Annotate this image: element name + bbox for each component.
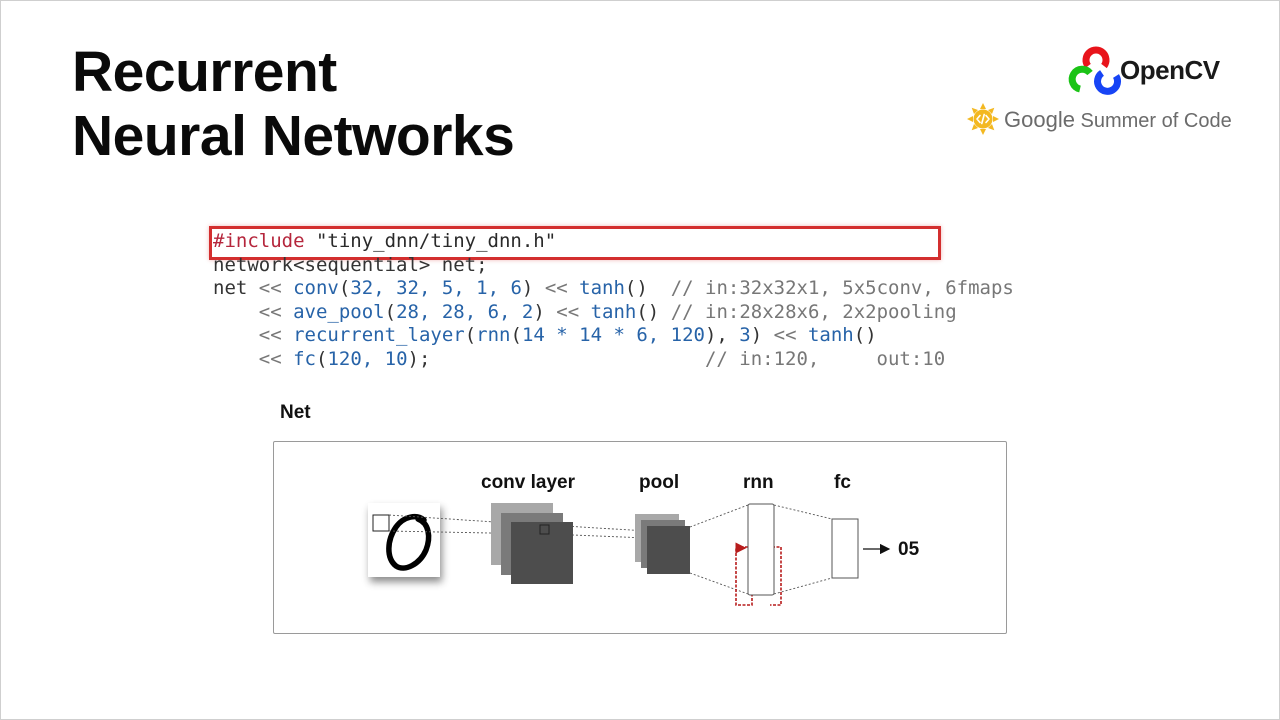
- receptive-field-box: [372, 514, 390, 532]
- code-operator: <<: [258, 347, 282, 370]
- opencv-wordmark: OpenCV: [1120, 55, 1220, 85]
- code-args: 14 * 14 * 6, 120: [521, 324, 705, 346]
- code-function: tanh: [579, 277, 625, 299]
- code-text: );: [407, 347, 431, 370]
- code-text: (: [338, 277, 351, 299]
- code-line-2: network<sequential> net;: [213, 253, 488, 276]
- code-text: [282, 277, 293, 299]
- net-diagram-frame: [273, 441, 1007, 634]
- code-operator: <<: [258, 300, 282, 323]
- code-function: tanh: [807, 324, 854, 346]
- code-text: (): [624, 277, 671, 299]
- code-text: [282, 301, 293, 323]
- code-line-4: << ave_pool(28, 28, 6, 2) << tanh() // i…: [213, 301, 1014, 325]
- conv-fmap-front: [511, 522, 573, 584]
- code-text: (): [636, 300, 671, 323]
- rnn-unit: [747, 503, 775, 596]
- rnn-block: [735, 503, 782, 606]
- gsoc-sun-icon: [967, 103, 999, 135]
- code-operator: <<: [544, 277, 568, 299]
- code-line-3: net << conv(32, 32, 5, 1, 6) << tanh() /…: [213, 277, 1014, 301]
- code-include-highlight: [209, 226, 941, 260]
- title-line-1: Recurrent: [72, 40, 337, 104]
- output-label: 05: [898, 539, 920, 560]
- code-line-1: #include "tiny_dnn/tiny_dnn.h": [213, 230, 1014, 254]
- code-string: "tiny_dnn/tiny_dnn.h": [304, 230, 557, 252]
- code-function: ave_pool: [293, 300, 385, 323]
- code-block: #include "tiny_dnn/tiny_dnn.h"network<se…: [213, 230, 1014, 371]
- code-text: (: [464, 324, 477, 346]
- code-text: [282, 324, 293, 346]
- code-function: rnn: [476, 324, 511, 346]
- code-text: net: [213, 277, 259, 299]
- code-text: [213, 324, 259, 346]
- code-args: 120, 10: [327, 347, 408, 370]
- code-text: (: [384, 300, 397, 323]
- opencv-logo-icon: [1068, 46, 1122, 95]
- code-preprocessor: #include: [213, 230, 305, 252]
- code-text: [213, 301, 259, 323]
- code-text: ): [533, 300, 557, 323]
- code-text: ): [750, 324, 774, 346]
- pool-fmap-front: [647, 526, 690, 574]
- title-line-2: Neural Networks: [72, 104, 515, 168]
- code-args: 32, 32, 5, 1, 6: [350, 277, 522, 299]
- code-comment: // in:120, out:10: [704, 347, 946, 370]
- rnn-label: rnn: [743, 472, 774, 493]
- code-text: ),: [704, 324, 740, 346]
- code-operator: <<: [556, 300, 580, 323]
- code-args: 28, 28, 6, 2: [396, 300, 534, 323]
- gsoc-wordmark: Google Summer of Code: [1004, 107, 1232, 133]
- code-function: fc: [293, 347, 316, 370]
- code-operator: <<: [258, 324, 282, 346]
- code-text: ): [521, 277, 545, 299]
- fc-label: fc: [834, 472, 851, 493]
- code-text: [568, 277, 579, 299]
- code-line-5: << recurrent_layer(rnn(14 * 14 * 6, 120)…: [213, 324, 1014, 348]
- net-label: Net: [280, 402, 311, 423]
- code-text: [282, 348, 293, 370]
- pool-feature-maps: [635, 514, 690, 574]
- conv-feature-maps: [491, 503, 573, 584]
- code-function: conv: [293, 277, 339, 299]
- digit-zero-stroke: [386, 513, 432, 571]
- code-text: (: [510, 324, 522, 346]
- code-line-6: << fc(120, 10); // in:120, out:10: [213, 348, 1014, 372]
- code-function: recurrent_layer: [293, 324, 465, 346]
- code-text: [797, 324, 808, 346]
- code-operator: <<: [773, 324, 797, 346]
- pool-label: pool: [639, 472, 680, 493]
- code-text: [579, 301, 590, 323]
- code-text: [213, 348, 259, 370]
- code-comment: // in:32x32x1, 5x5conv, 6fmaps: [670, 277, 1014, 299]
- gsoc-google-text: Google: [1004, 107, 1075, 132]
- code-text: (: [316, 347, 328, 370]
- conv-layer-label: conv layer: [481, 472, 575, 493]
- slide-title: Recurrent Neural Networks: [72, 40, 515, 168]
- conv-unit-box: [539, 524, 550, 535]
- fc-unit: [831, 518, 859, 579]
- code-args: 3: [739, 324, 751, 346]
- code-function: tanh: [590, 300, 637, 323]
- code-operator: <<: [258, 277, 282, 299]
- code-text: [430, 348, 705, 370]
- code-comment: // in:28x28x6, 2x2pooling: [670, 300, 957, 323]
- input-digit-image: [368, 503, 440, 577]
- code-text: (): [853, 324, 877, 346]
- gsoc-summer-text: Summer of Code: [1080, 110, 1232, 132]
